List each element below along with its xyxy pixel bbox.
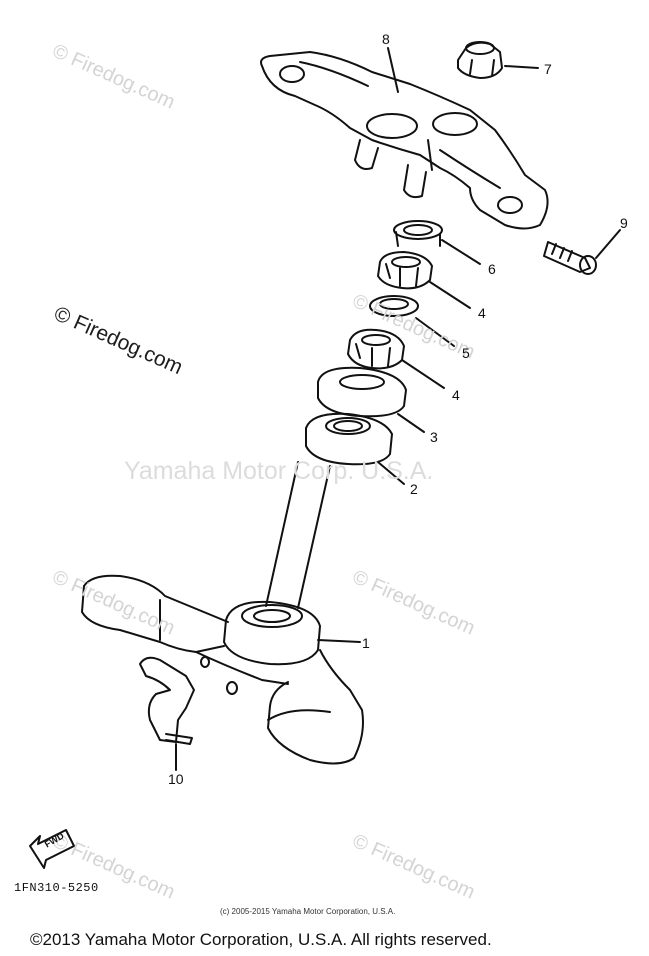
leader-3 xyxy=(397,413,425,433)
washer xyxy=(369,295,419,317)
small-copyright: (c) 2005-2015 Yamaha Motor Corporation, … xyxy=(220,907,396,916)
callout-6: 6 xyxy=(488,261,496,277)
callout-2: 2 xyxy=(410,481,418,497)
stem-shaft-right xyxy=(297,465,331,609)
footer-copyright: ©2013 Yamaha Motor Corporation, U.S.A. A… xyxy=(30,930,492,949)
upper-bearing xyxy=(305,412,393,466)
leader-4b xyxy=(401,359,445,389)
callout-1: 1 xyxy=(362,635,370,651)
callout-4-upper: 4 xyxy=(478,305,486,321)
cable-guide xyxy=(139,656,195,745)
callout-8: 8 xyxy=(382,31,390,47)
callout-7: 7 xyxy=(544,61,552,77)
crown-cap-nut xyxy=(457,41,503,79)
leader-2 xyxy=(377,461,405,485)
ring-nut-upper xyxy=(377,251,433,290)
dust-seal xyxy=(317,366,407,418)
lower-bearing xyxy=(223,600,321,666)
leader-9 xyxy=(595,229,621,259)
part-code: 1FN310-5250 xyxy=(14,881,99,895)
callout-9: 9 xyxy=(620,215,628,231)
leader-1 xyxy=(317,639,361,643)
callout-4-lower: 4 xyxy=(452,387,460,403)
callout-3: 3 xyxy=(430,429,438,445)
callout-10: 10 xyxy=(168,771,184,787)
stem-shaft-left xyxy=(265,461,299,607)
leader-6 xyxy=(441,239,481,265)
callout-5: 5 xyxy=(462,345,470,361)
lock-washer xyxy=(393,220,443,247)
leader-8 xyxy=(387,47,399,93)
leader-5 xyxy=(415,317,455,347)
leader-4a xyxy=(429,281,471,309)
ring-nut-lower xyxy=(347,328,405,370)
forward-arrow-icon xyxy=(29,829,75,869)
lower-bracket xyxy=(81,574,364,765)
leader-7 xyxy=(504,65,539,69)
pinch-bolt xyxy=(543,241,597,275)
watermark-center: Yamaha Motor Corp. U.S.A. xyxy=(124,457,434,485)
upper-bracket-crown xyxy=(260,51,549,230)
